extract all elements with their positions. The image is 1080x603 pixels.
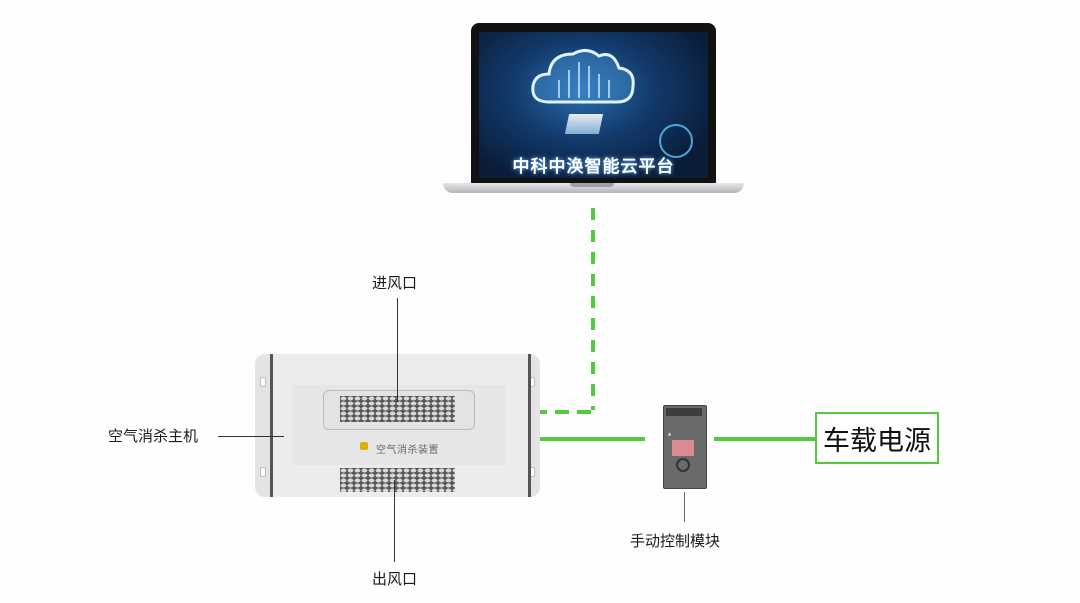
module-to-power-line: [714, 437, 815, 441]
cloud-circle-icon: [659, 124, 693, 158]
host-label: 空气消杀主机: [108, 427, 199, 445]
module-leader: [684, 492, 685, 522]
mount-hole: [260, 467, 266, 477]
air-outlet-label: 出风口: [372, 570, 418, 588]
module-badge-icon: ▲: [668, 431, 672, 436]
device-brand-text: 空气消杀装置: [376, 445, 439, 456]
power-supply-box: 车载电源: [815, 412, 939, 464]
module-display: [672, 440, 694, 456]
cloud-icon: [531, 49, 635, 104]
module-label: 手动控制模块: [630, 532, 721, 550]
mount-hole: [260, 377, 266, 387]
dashed-connector-horizontal: [533, 410, 595, 414]
air-inlet-leader: [397, 298, 398, 402]
laptop-notch: [570, 183, 614, 187]
module-knob-icon: [676, 458, 690, 472]
host-to-module-line: [533, 437, 645, 441]
chip-icon: [564, 114, 604, 134]
platform-title: 中科中涣智能云平台: [512, 157, 675, 177]
dashed-connector-vertical: [591, 208, 595, 410]
air-outlet-leader: [394, 480, 395, 562]
air-outlet-grille: [340, 468, 455, 492]
brand-logo-icon: [360, 442, 368, 450]
air-inlet-label: 进风口: [372, 274, 418, 292]
host-leader: [218, 436, 284, 437]
power-supply-label: 车载电源: [823, 425, 931, 457]
laptop-screen: 中科中涣智能云平台: [479, 32, 708, 178]
laptop-base: [443, 183, 744, 193]
module-cover: [666, 408, 702, 416]
